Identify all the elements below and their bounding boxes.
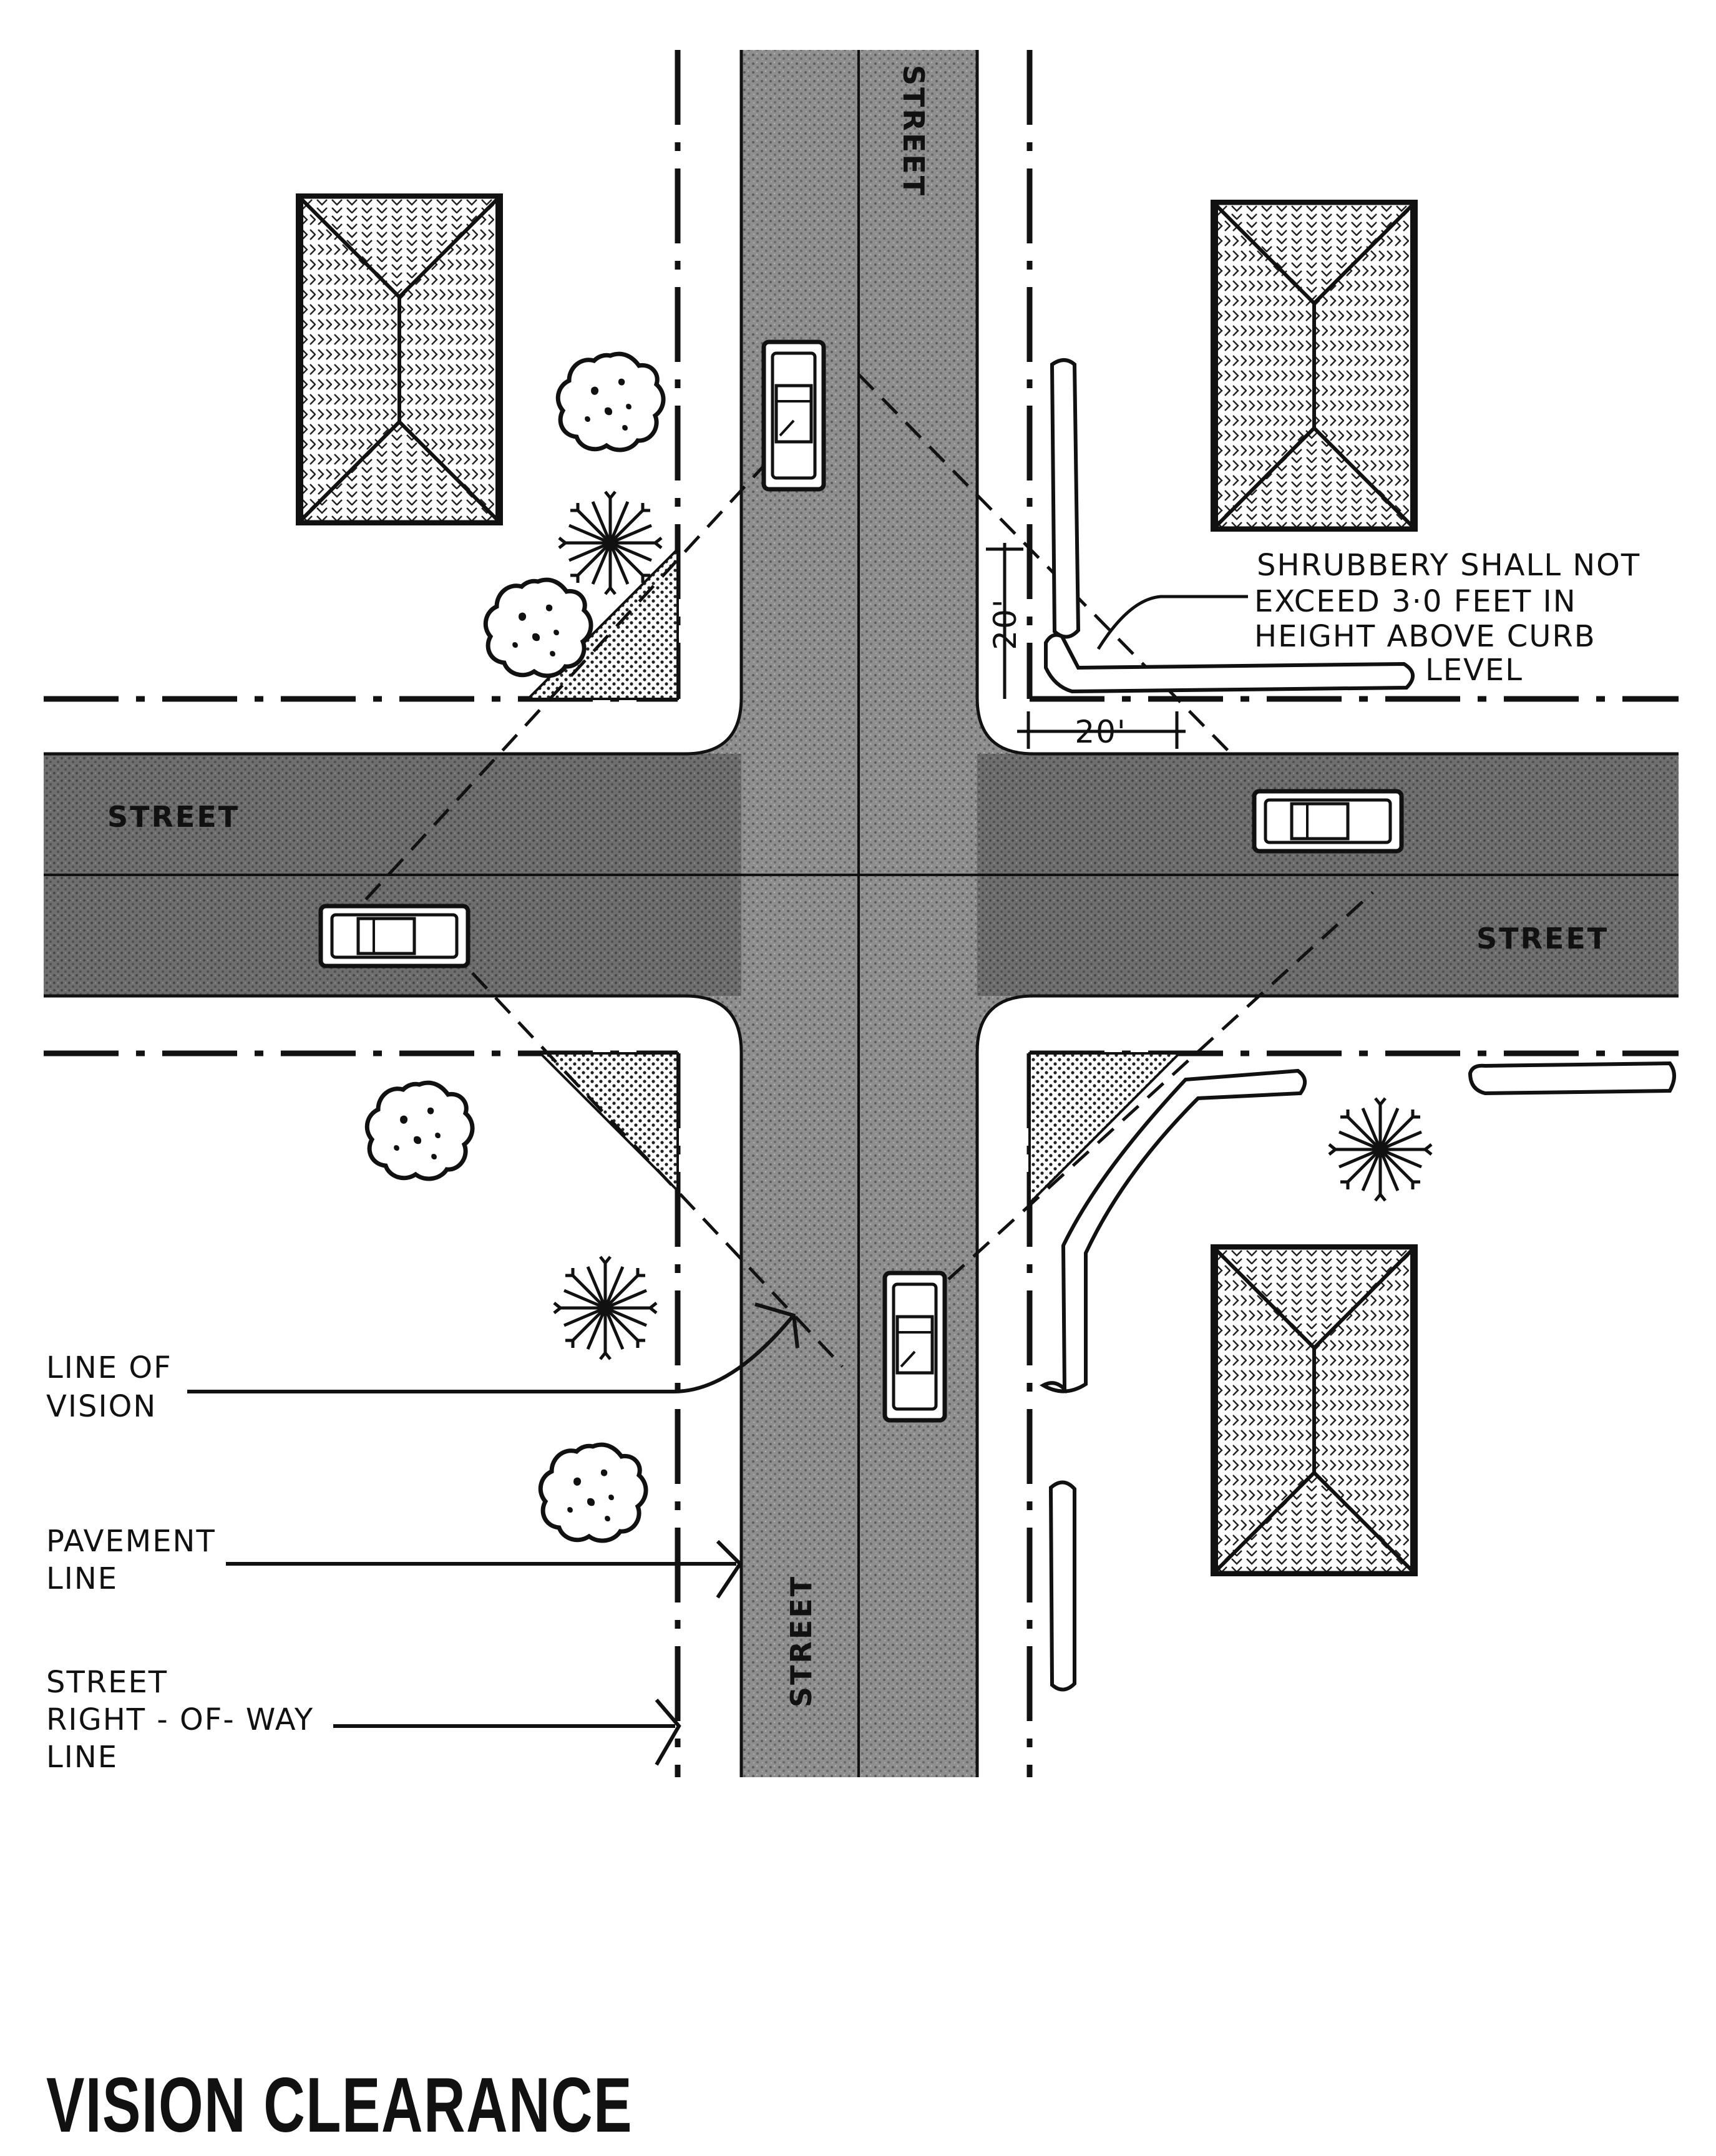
pavement bbox=[44, 50, 1679, 1777]
dimension-label-horizontal: 20' bbox=[1075, 714, 1126, 750]
right-of-way-leader bbox=[333, 1699, 681, 1766]
tree-icon bbox=[540, 1445, 646, 1541]
shrub-hedge-icon bbox=[1039, 358, 1676, 1692]
dimension-vertical bbox=[986, 543, 1023, 699]
tree-icon bbox=[559, 492, 661, 594]
tree-icon bbox=[485, 580, 591, 676]
house-icon bbox=[1214, 1248, 1414, 1573]
car-icon bbox=[764, 342, 824, 489]
car-icon bbox=[321, 906, 468, 966]
street-label-east: STREET bbox=[1476, 922, 1609, 955]
line-of-vision-leader bbox=[187, 1302, 799, 1393]
diagram-title: VISION CLEARANCE bbox=[46, 2062, 633, 2149]
pavement-line-leader bbox=[226, 1539, 743, 1599]
shrub-note-leader bbox=[1096, 595, 1248, 650]
tree-icon bbox=[558, 354, 663, 450]
dimension-label-vertical: 20' bbox=[987, 598, 1023, 650]
house-icon bbox=[300, 197, 499, 522]
street-label-west: STREET bbox=[107, 800, 240, 834]
vision-triangle-icon bbox=[525, 546, 1182, 1206]
pavement-line-label: PAVEMENT LINE bbox=[46, 1524, 227, 1596]
line-of-vision-label: LINE OF VISION bbox=[46, 1350, 183, 1424]
car-icon bbox=[885, 1273, 945, 1420]
pavement-lines bbox=[44, 50, 1679, 1777]
line-of-vision-dashes bbox=[348, 373, 1374, 1368]
house-icon bbox=[1214, 203, 1414, 528]
tree-icon bbox=[367, 1083, 472, 1179]
dimension-horizontal bbox=[1017, 711, 1186, 749]
shrub-note: SHRUBBERY SHALL NOT EXCEED 3·0 FEET IN H… bbox=[1254, 548, 1652, 688]
tree-icon bbox=[554, 1257, 656, 1359]
right-of-way-label: STREET RIGHT - OF- WAY LINE bbox=[46, 1665, 324, 1775]
street-label-south: STREET bbox=[784, 1575, 818, 1707]
street-label-north: STREET bbox=[897, 65, 930, 197]
car-icon bbox=[1254, 791, 1402, 851]
tree-icon bbox=[1329, 1098, 1431, 1201]
